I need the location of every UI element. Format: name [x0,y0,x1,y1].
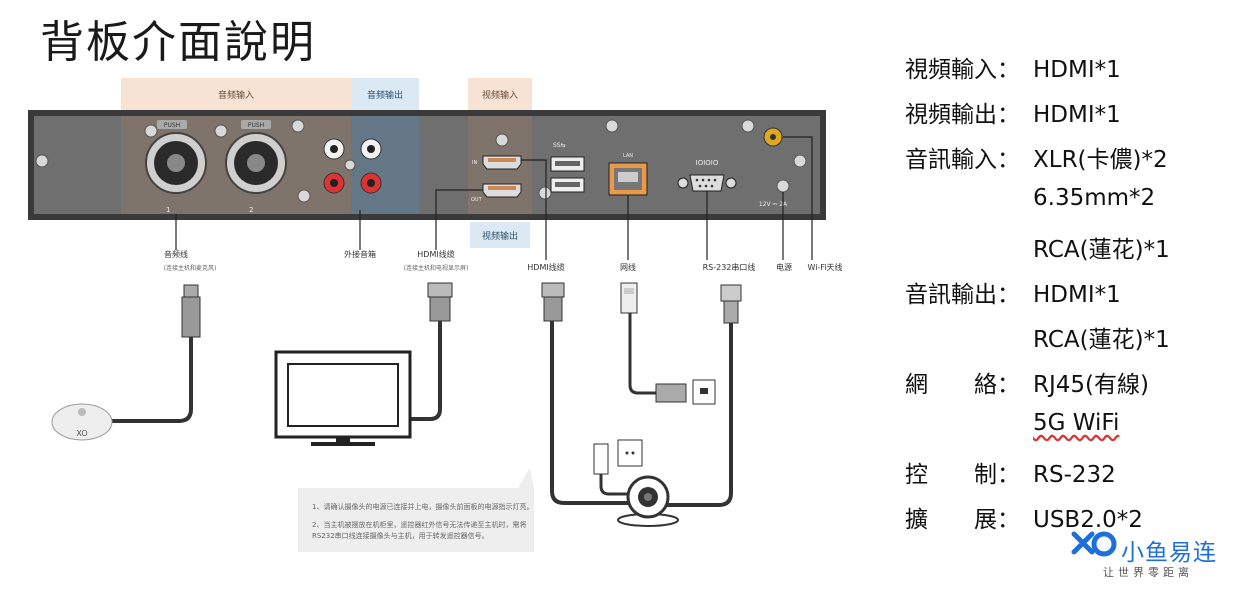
spec-row: 音訊輸出：HDMI*1 [905,282,1121,308]
brand-slogan: 让世界零距离 [1103,566,1193,579]
spec-row: 音訊輸入：XLR(卡儂)*2 [905,147,1168,173]
video-out-zone [470,222,530,248]
power-mark: 12V ⎓ 2A [759,201,788,208]
callout-lines [175,136,813,260]
db9-plug [720,284,742,324]
svg-text:PUSH: PUSH [164,122,180,129]
page-title: 背板介面說明 [40,17,316,68]
svg-text:IOIOIO: IOIOIO [696,159,719,167]
audio-in-group-label: 音频输入 [218,89,254,101]
note-line-1: 1、请确认摄像头的电源已连接并上电，摄像头前面板的电源指示灯亮。 [312,503,534,511]
spec-row: RCA(蓮花)*1 [1033,327,1170,353]
hdmi-cable-label-left: HDMI线缆 [417,249,454,259]
xlr-plug [181,284,201,338]
camera-icon [617,475,679,527]
video-out-group-label: 视频输出 [482,230,518,242]
svg-text:2: 2 [249,206,253,214]
lan-port: LAN [608,153,648,196]
ext-speaker-label: 外接音箱 [344,249,376,259]
tv-monitor-icon [274,350,412,446]
spec-row: 視頻輸出：HDMI*1 [905,102,1121,128]
spec-row: 擴 展：USB2.0*2 [905,507,1143,533]
spec-row: 網 絡：RJ45(有線) [905,372,1149,398]
screw-icon [35,119,807,203]
note-line-3: RS232串口线连接摄像头与主机，用于转发遥控器信号。 [312,532,489,540]
microphone-icon: XO [51,403,113,441]
network-socket-icon [655,379,716,405]
svg-text:PUSH: PUSH [248,122,264,129]
spec-row: RCA(蓮花)*1 [1033,237,1170,263]
rs232-port: IOIOIO [677,159,737,192]
hdmi-plug-tv [427,282,453,322]
svg-text:IN: IN [472,160,477,166]
svg-text:OUT: OUT [471,197,483,203]
note-line-2: 2、当主机被摆放在机柜里，遥控器红外信号无法传递至主机时，需将 [312,521,527,529]
hdmi-cable-note: (连接主机和电视显示屏) [404,264,469,272]
rear-panel-diagram: 音频输入 音频输出 视频输入 PUSH 1 PUSH 2 IN [28,78,843,552]
usb-ports: SS⇆ [550,142,585,193]
rs232-cable-label: RS-232串口线 [703,262,756,272]
audio-cable-note: (连接主机和麦克风) [164,264,217,272]
brand-name: 小鱼易连 [1121,540,1217,566]
svg-text:LAN: LAN [623,153,633,159]
spec-row: 控 制：RS-232 [905,462,1116,488]
video-in-group-label: 视频输入 [482,89,518,101]
wifi-antenna-port [763,127,783,147]
xiaoyu-logo-icon [1071,531,1117,557]
power-label: 电源 [776,262,792,272]
hdmi-plug-camera [541,282,565,322]
svg-text:1: 1 [166,206,170,214]
power-adapter-icon [593,439,643,475]
hdmi-out-port: OUT [471,183,522,203]
lan-cable-label: 网线 [620,262,636,272]
rj45-plug [620,282,638,314]
audio-cable-label: 音频线 [164,249,188,259]
rca-jacks [323,138,382,194]
spec-row: 6.35mm*2 [1033,185,1156,211]
note-callout [298,468,534,552]
hdmi-in-port: IN [472,155,522,170]
xlr-combo-jack-2: PUSH 2 [225,120,287,214]
audio-out-group-label: 音频输出 [367,89,403,101]
svg-text:SS⇆: SS⇆ [553,142,566,149]
spec-row: 視頻輸入：HDMI*1 [905,57,1121,83]
wifi-label: Wi-Fi天线 [807,262,842,272]
spec-row: 5G WiFi [1033,410,1120,436]
svg-text:XO: XO [76,429,87,438]
xlr-combo-jack-1: PUSH 1 [145,120,207,214]
hdmi-cable-label-right: HDMI线缆 [527,262,564,272]
